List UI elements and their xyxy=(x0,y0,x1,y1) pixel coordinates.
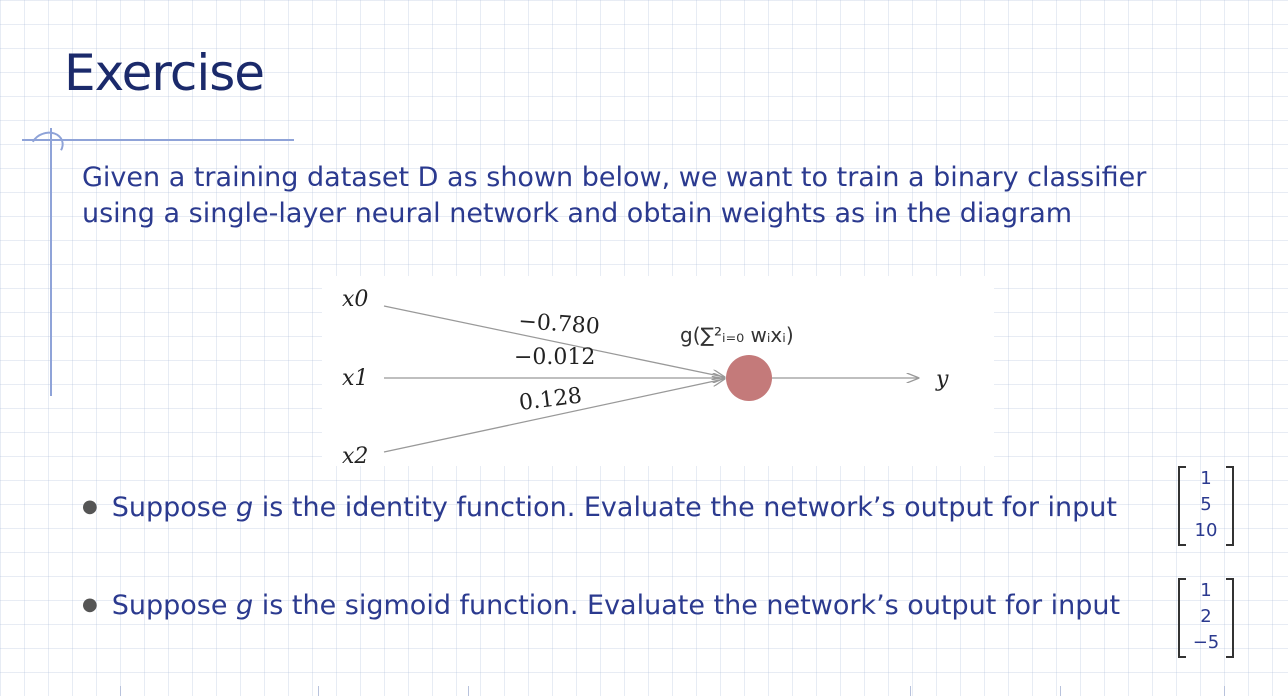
bullet-dot: ● xyxy=(82,496,98,517)
vector-1-entry-0: 1 xyxy=(1200,468,1212,489)
decorative-ring xyxy=(26,127,68,165)
question-2-text: is the sigmoid function. Evaluate the ne… xyxy=(253,590,1121,621)
question-1-var: g xyxy=(236,492,254,523)
intro-line-1: Given a training dataset D as shown belo… xyxy=(82,162,1147,193)
weight-label-0: −0.780 xyxy=(518,309,601,340)
neural-network-diagram: x0 x1 x2 −0.780 −0.012 0.128 g(∑²ᵢ₌₀ wᵢx… xyxy=(322,276,994,466)
input-label-x2: x2 xyxy=(342,444,368,466)
output-label-y: y xyxy=(935,367,949,392)
decorative-line-vertical xyxy=(50,128,52,396)
question-1: ● Suppose g is the identity function. Eva… xyxy=(82,492,1182,523)
vector-2-entry-0: 1 xyxy=(1200,580,1212,601)
input-vector-2: 1 2 −5 xyxy=(1178,578,1234,658)
weight-label-1: −0.012 xyxy=(514,345,595,370)
vector-2-entry-1: 2 xyxy=(1200,606,1212,627)
edge-x2 xyxy=(383,379,724,453)
input-vector-1: 1 5 10 xyxy=(1178,466,1234,546)
input-label-x1: x1 xyxy=(342,366,368,391)
bullet-dot: ● xyxy=(82,594,98,615)
vector-1-entry-1: 5 xyxy=(1200,494,1212,515)
footer-ticks xyxy=(0,682,1288,696)
input-label-x0: x0 xyxy=(342,287,368,312)
vector-1-entry-2: 10 xyxy=(1194,520,1218,541)
intro-line-2: using a single-layer neural network and … xyxy=(82,198,1073,229)
question-2: ● Suppose g is the sigmoid function. Eval… xyxy=(82,590,1182,621)
decorative-line-horizontal xyxy=(22,139,294,141)
edge-x0 xyxy=(383,305,724,377)
question-1-text: is the identity function. Evaluate the n… xyxy=(253,492,1117,523)
node-function-label: g(∑²ᵢ₌₀ wᵢxᵢ) xyxy=(680,323,794,347)
intro-text: Given a training dataset D as shown belo… xyxy=(82,160,1242,232)
neuron-node xyxy=(726,355,772,401)
question-2-prefix: Suppose xyxy=(111,590,237,621)
vector-2-entry-2: −5 xyxy=(1192,632,1220,653)
slide-title: Exercise xyxy=(64,44,265,102)
question-1-prefix: Suppose xyxy=(111,492,237,523)
question-2-var: g xyxy=(236,590,254,621)
